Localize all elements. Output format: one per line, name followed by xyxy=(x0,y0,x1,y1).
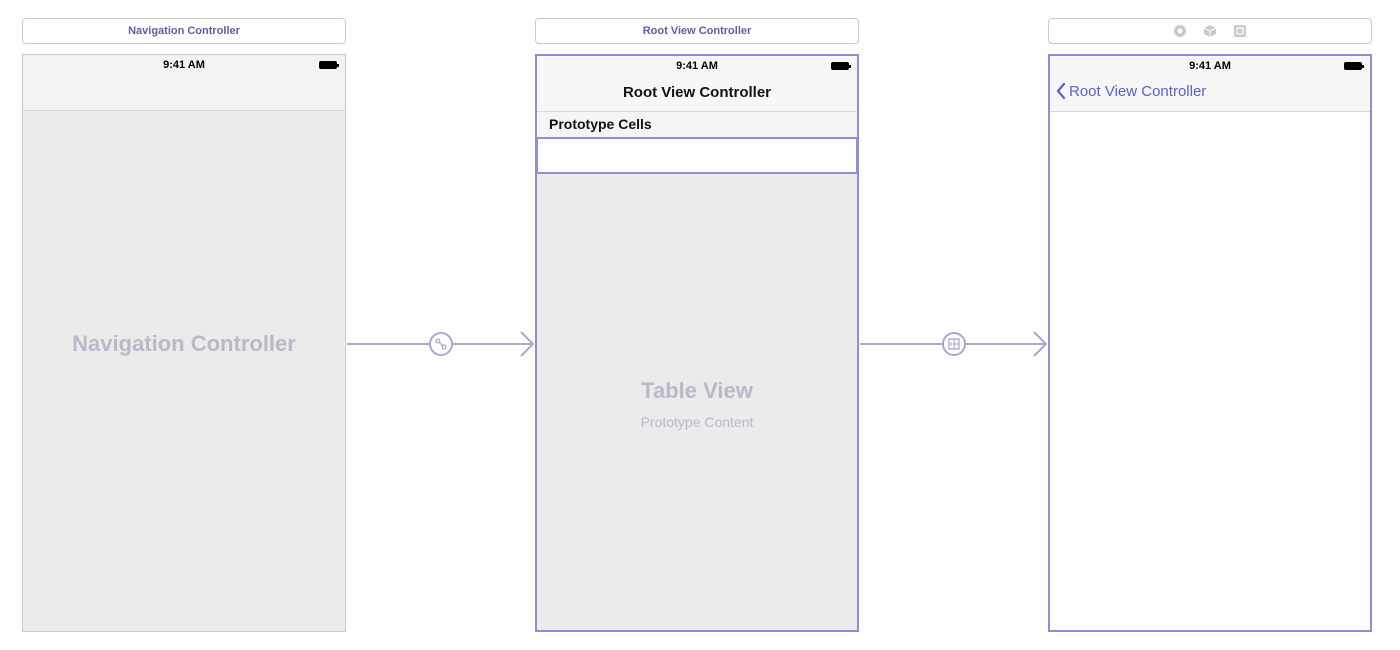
status-time: 9:41 AM xyxy=(676,60,718,72)
navigation-title: Root View Controller xyxy=(622,84,772,101)
exit-icon[interactable] xyxy=(1233,24,1247,38)
navigation-bar xyxy=(537,56,857,112)
segue-arrowhead-icon xyxy=(520,331,535,357)
table-view-label: Table View xyxy=(641,378,753,403)
first-responder-icon[interactable] xyxy=(1173,24,1187,38)
table-view-sublabel: Prototype Content xyxy=(640,414,754,430)
root-view-controller-scene[interactable]: 9:41 AM Root View Controller Prototype C… xyxy=(535,54,859,632)
status-bar: 9:41 AM xyxy=(23,55,345,75)
navigation-bar xyxy=(1050,56,1370,112)
scene-header-label: Navigation Controller xyxy=(128,25,240,37)
status-time: 9:41 AM xyxy=(1189,60,1231,72)
status-bar: 9:41 AM xyxy=(1050,56,1370,76)
show-segue-glyph-icon xyxy=(948,338,960,350)
back-button[interactable]: Root View Controller xyxy=(1056,82,1206,100)
navigation-controller-scene-header[interactable]: Navigation Controller xyxy=(22,18,346,44)
relationship-segue-icon[interactable] xyxy=(429,332,453,356)
chevron-left-icon xyxy=(1056,82,1066,100)
segue-arrowhead-icon xyxy=(1033,331,1048,357)
relationship-link-icon xyxy=(435,338,447,350)
scene-header-label: Root View Controller xyxy=(642,25,752,37)
view-controller-cube-icon[interactable] xyxy=(1203,24,1217,38)
navigation-controller-scene[interactable]: 9:41 AM Navigation Controller xyxy=(22,54,346,632)
prototype-table-cell[interactable] xyxy=(537,137,857,174)
back-button-label: Root View Controller xyxy=(1069,82,1207,100)
prototype-cells-section-header: Prototype Cells xyxy=(537,112,857,137)
show-segue-icon[interactable] xyxy=(942,332,966,356)
detail-view-controller-scene-dock[interactable] xyxy=(1048,18,1372,44)
battery-icon xyxy=(831,62,851,70)
status-bar: 9:41 AM xyxy=(537,56,857,76)
status-time: 9:41 AM xyxy=(163,59,205,71)
navigation-controller-placeholder-label: Navigation Controller xyxy=(72,331,296,356)
battery-icon xyxy=(319,61,339,69)
detail-view-controller-scene[interactable]: 9:41 AM Root View Controller xyxy=(1048,54,1372,632)
navigation-bar xyxy=(23,55,345,111)
root-view-controller-scene-header[interactable]: Root View Controller xyxy=(535,18,859,44)
battery-icon xyxy=(1344,62,1364,70)
